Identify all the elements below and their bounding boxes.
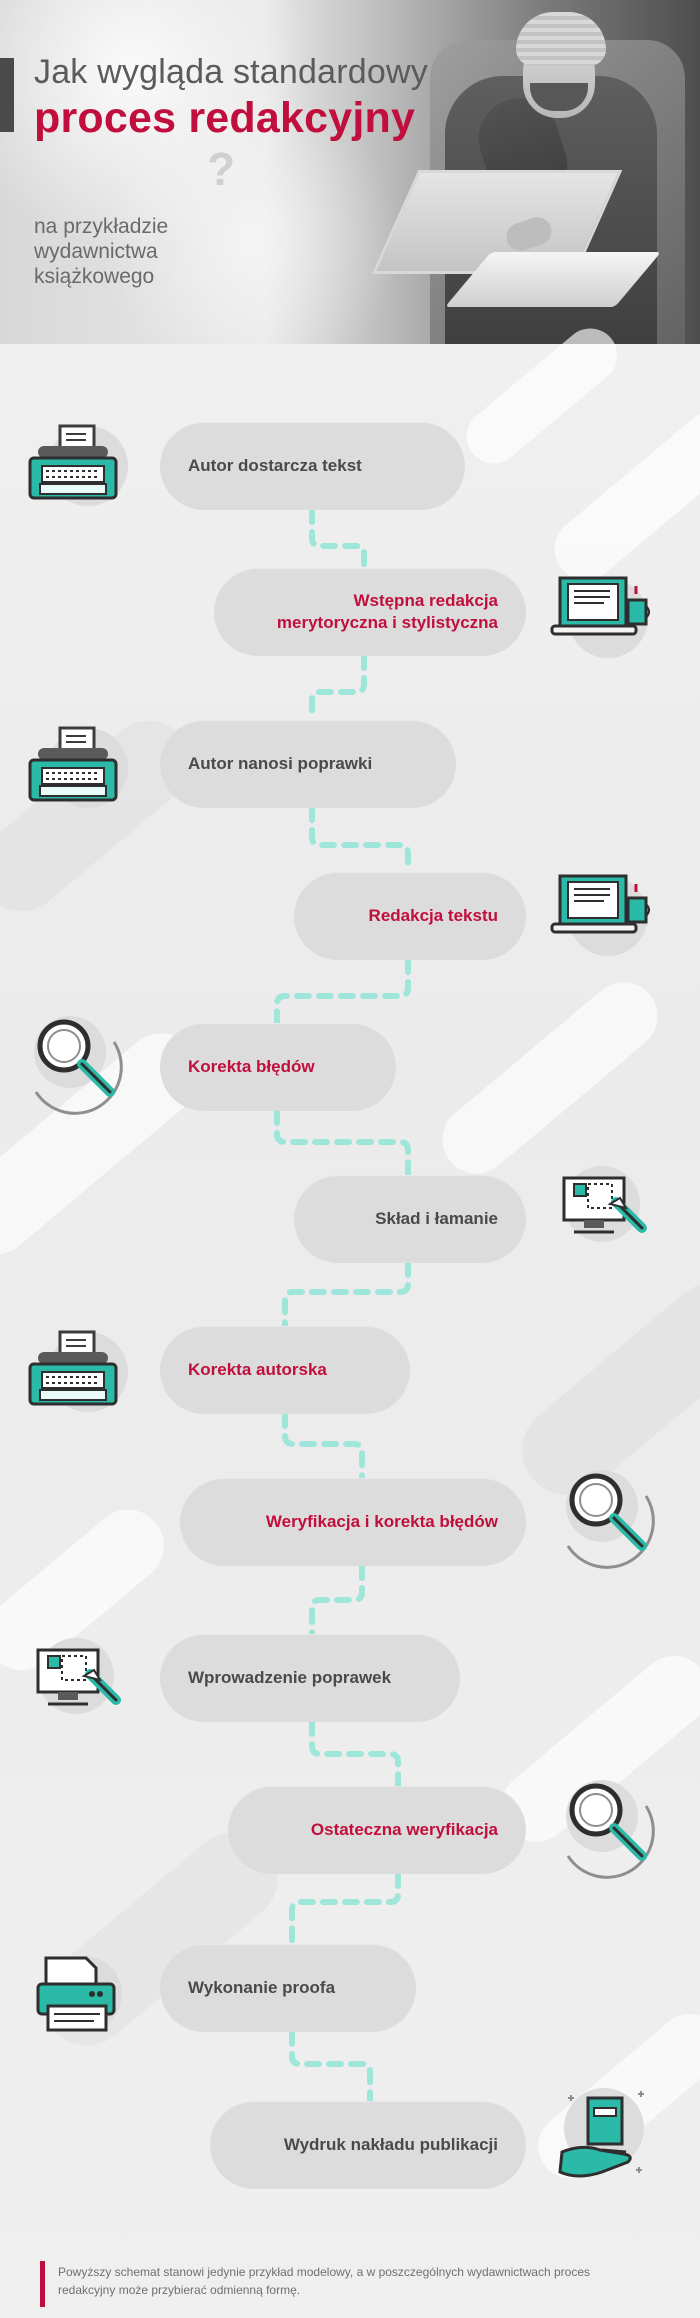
step-pill-4: Redakcja tekstu (294, 872, 526, 960)
step-pill-1: Autor dostarcza tekst (160, 422, 465, 510)
step-label-6: Skład i łamanie (375, 1209, 498, 1228)
laptop-document-icon (548, 864, 650, 966)
connector-1 (309, 507, 367, 571)
process-flow: Autor dostarcza tekst Wstępna redakcja m… (0, 317, 700, 2318)
step-label-4: Redakcja tekstu (368, 906, 498, 925)
connector-4 (274, 957, 411, 1026)
page-title-line-2: proces redakcyjny (34, 94, 416, 142)
printer-icon (30, 1950, 132, 2052)
step-label-8: Weryfikacja i korekta błędów (265, 1512, 498, 1531)
typewriter-icon (28, 418, 130, 520)
typewriter-icon (28, 424, 128, 506)
connector-3 (309, 805, 411, 875)
step-pill-3: Autor nanosi poprawki (160, 720, 456, 808)
connector-11 (289, 2029, 373, 2104)
design-monitor-icon (562, 1166, 647, 1242)
step-label-7: Korekta autorska (188, 1360, 327, 1379)
typewriter-icon (28, 1324, 130, 1426)
footer-accent-bar (40, 2261, 45, 2307)
step-pill-9: Wprowadzenie poprawek (160, 1634, 460, 1722)
typewriter-icon (28, 1330, 128, 1412)
connector-lines (274, 507, 411, 2104)
step-pill-2: Wstępna redakcja merytoryczna i stylisty… (214, 568, 526, 656)
connector-2 (309, 653, 367, 723)
laptop-document-icon (548, 566, 650, 668)
step-label-5: Korekta błędów (188, 1057, 315, 1076)
step-pill-11: Wykonanie proofa (160, 1944, 416, 2032)
connector-9 (309, 1719, 401, 1789)
laptop-document-icon (550, 576, 650, 658)
design-monitor-icon (560, 1162, 662, 1264)
connector-5 (274, 1108, 411, 1178)
step-label-1: Autor dostarcza tekst (188, 456, 362, 475)
header-accent-bar (0, 58, 14, 132)
book-hand-icon (554, 2086, 656, 2188)
connector-6 (282, 1260, 411, 1329)
design-monitor-icon (34, 1634, 136, 1736)
step-pill-5: Korekta błędów (160, 1023, 396, 1111)
footer-note: Powyższy schemat stanowi jedynie przykła… (58, 2265, 591, 2297)
step-label-10: Ostateczna weryfikacja (310, 1820, 498, 1839)
step-pill-7: Korekta autorska (160, 1326, 410, 1414)
magnifier-icon (566, 1470, 655, 1569)
step-label-11: Wykonanie proofa (188, 1978, 336, 1997)
typewriter-icon (28, 726, 128, 808)
step-label-9: Wprowadzenie poprawek (188, 1668, 392, 1687)
step-label-2: Wstępna redakcja merytoryczna i stylisty… (276, 591, 498, 632)
magnifier-icon (34, 1016, 123, 1115)
connector-10 (289, 1871, 401, 1947)
step-label-12: Wydruk nakładu publikacji (283, 2135, 498, 2154)
magnifier-icon (28, 1010, 130, 1115)
header-banner: Jak wygląda standardowy proces redakcyjn… (0, 0, 700, 344)
step-pill-12: Wydruk nakładu publikacji (210, 2101, 526, 2189)
step-pill-10: Ostateczna weryfikacja (228, 1786, 526, 1874)
step-pill-8: Weryfikacja i korekta błędów (180, 1478, 526, 1566)
design-monitor-icon (36, 1638, 121, 1714)
connector-7 (282, 1411, 365, 1481)
step-pill-6: Skład i łamanie (294, 1175, 526, 1263)
magnifier-icon (560, 1464, 662, 1569)
connector-8 (309, 1563, 365, 1637)
page-title-line-1: Jak wygląda standardowy (34, 53, 428, 91)
book-hand-icon (558, 2088, 644, 2178)
printer-icon (36, 1956, 122, 2032)
step-label-3: Autor nanosi poprawki (188, 754, 373, 773)
question-mark-decoration: ? (207, 143, 236, 195)
magnifier-icon (560, 1774, 662, 1879)
magnifier-icon (566, 1780, 655, 1879)
page-subtitle: na przykładzie wydawnictwa książkowego (34, 215, 169, 288)
header-photo (260, 0, 700, 344)
person-hat (516, 12, 606, 66)
typewriter-icon (28, 720, 130, 822)
laptop-document-icon (550, 874, 650, 956)
